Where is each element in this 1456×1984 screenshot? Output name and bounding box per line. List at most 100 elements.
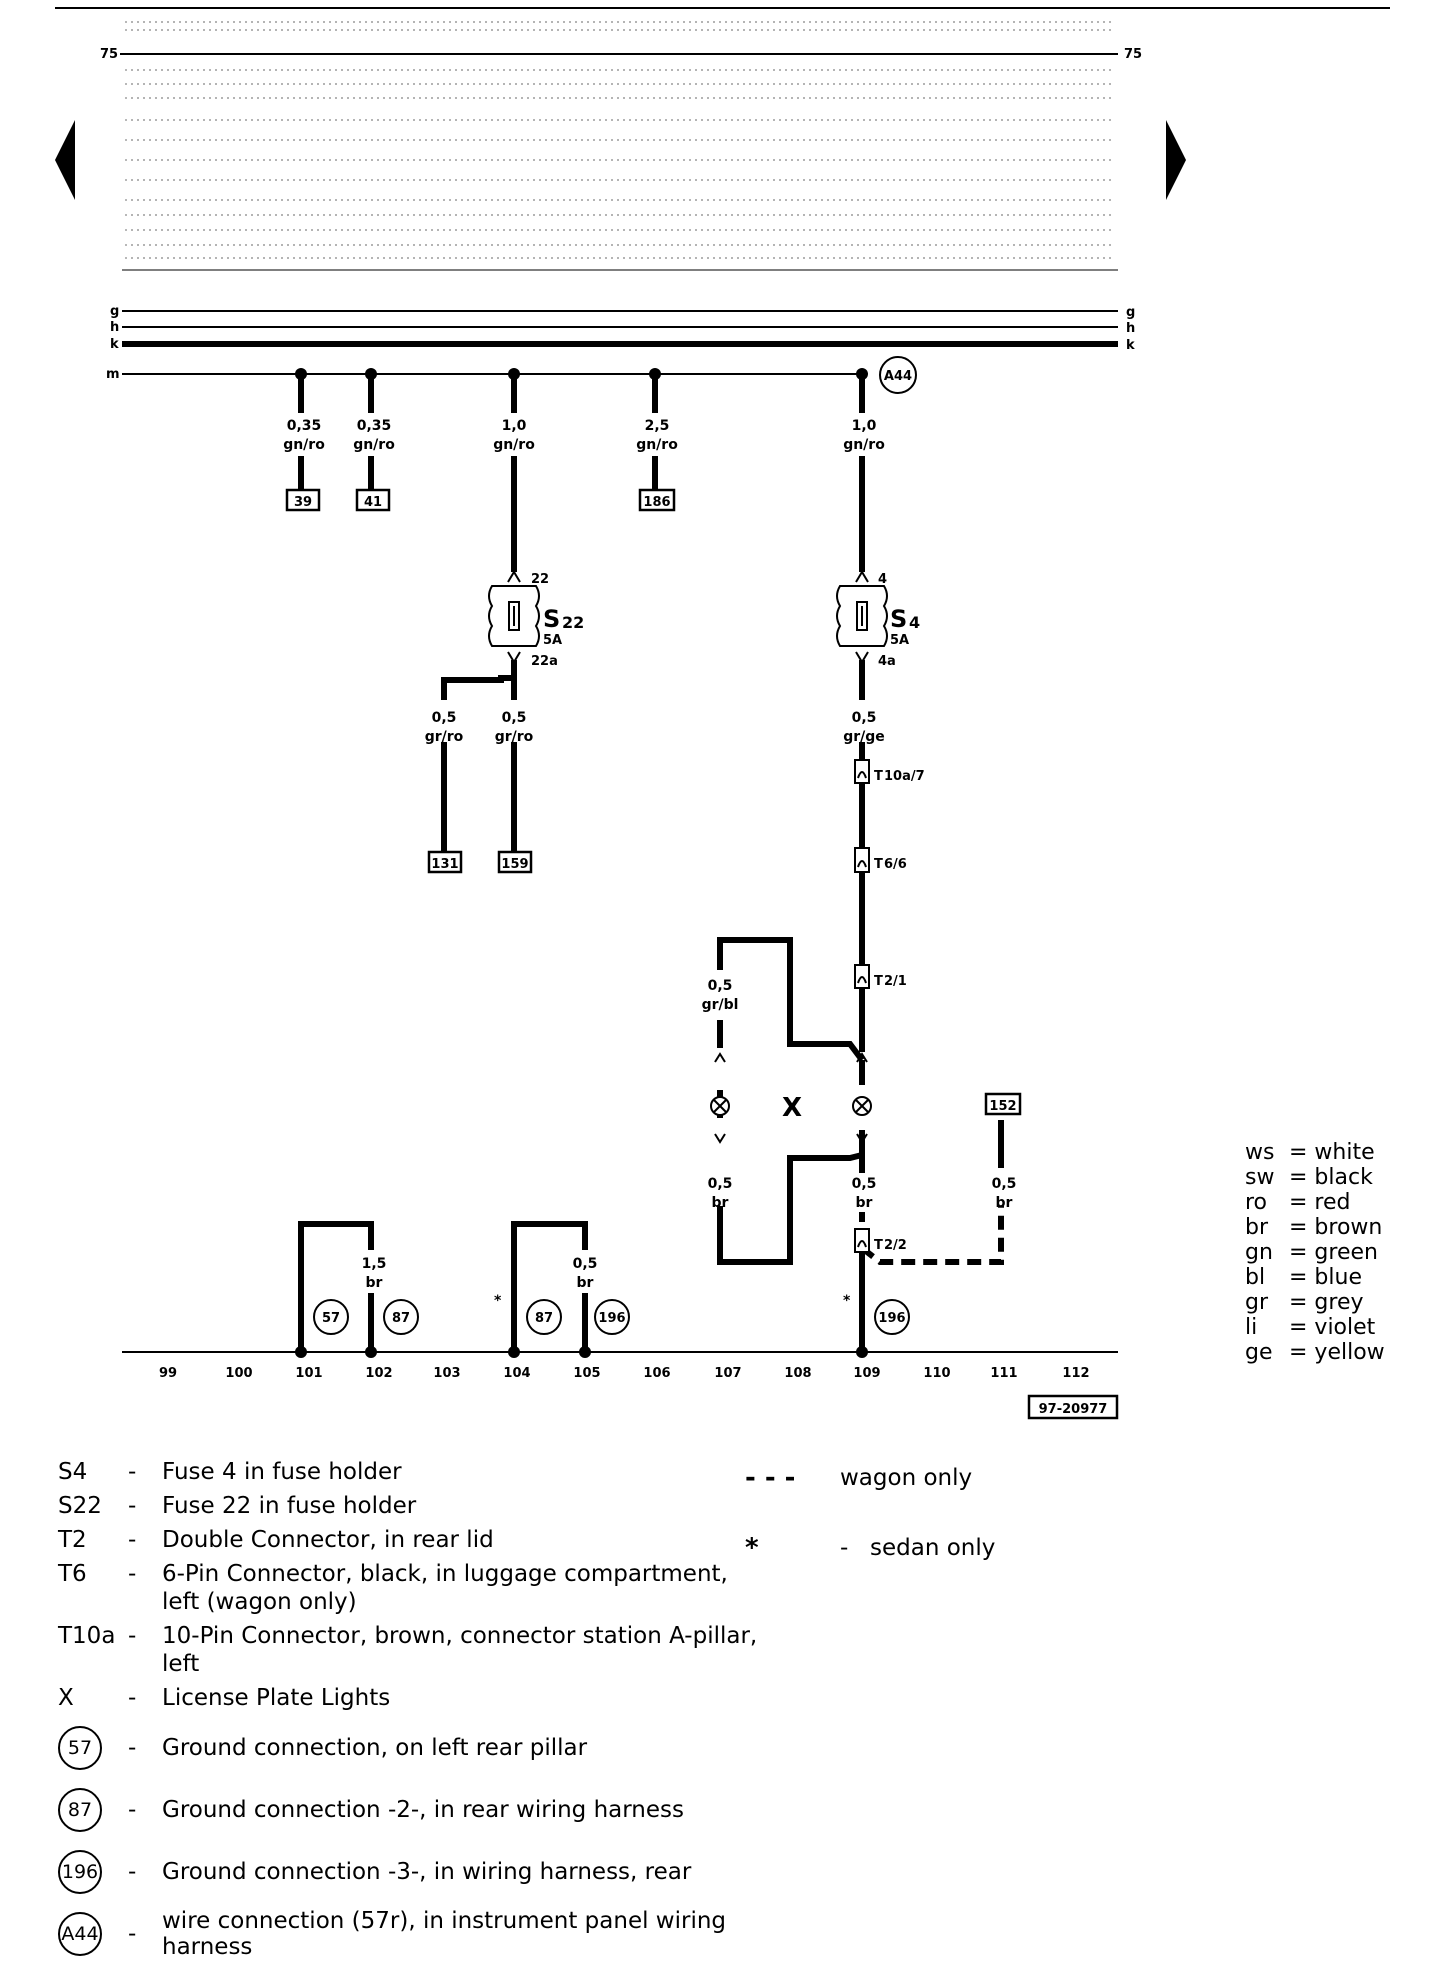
wire-color: gn/ro [353, 437, 395, 453]
note-symbol: - - - [745, 1463, 796, 1493]
color-name: = brown [1289, 1215, 1383, 1240]
legend-item: T10a-10-Pin Connector, brown, connector … [58, 1622, 758, 1678]
legend-text: 6-Pin Connector, black, in luggage compa… [162, 1561, 728, 1615]
legend-code: T10a [58, 1623, 116, 1649]
legend-dash: - [128, 1527, 137, 1553]
wire-color: gn/ro [843, 437, 885, 453]
legend-code: T6 [58, 1561, 87, 1587]
bus-h-label: h [110, 320, 119, 335]
fuse-s4-rating: 5A [890, 633, 909, 648]
ground-circles [313, 1299, 910, 1335]
color-name: = blue [1289, 1265, 1362, 1290]
color-name: = green [1289, 1240, 1378, 1265]
color-name: = white [1289, 1140, 1375, 1165]
wire-gauge: 0,5 [708, 1176, 733, 1192]
wires [298, 374, 1004, 1352]
connector-t2-2-pin: 2/2 [884, 1238, 907, 1253]
legend-dash: - [128, 1859, 137, 1885]
component-x-label: X [782, 1093, 802, 1123]
track-number: 107 [714, 1366, 741, 1381]
ref-box-159[interactable]: 159 [501, 857, 528, 872]
legend-dash: - [840, 1535, 849, 1561]
next-page-arrow-icon[interactable] [1166, 120, 1186, 200]
wire-gauge: 0,5 [573, 1256, 598, 1272]
wire-color: gr/ge [843, 729, 885, 745]
bus-k-label: k [110, 337, 119, 352]
wire-color: gr/bl [702, 997, 739, 1013]
wire-gauge: 0,5 [992, 1176, 1017, 1192]
color-code: bl [1245, 1265, 1266, 1290]
wire-connection-a44 [879, 356, 917, 394]
wire-gauge: 0,5 [432, 710, 457, 726]
wire-color: gn/ro [283, 437, 325, 453]
fuse-s22-pin-out: 22a [531, 654, 558, 669]
track-number: 106 [643, 1366, 670, 1381]
legend-ground: 196-Ground connection -3-, in wiring har… [58, 1846, 758, 1898]
ref-box-41[interactable]: 41 [364, 495, 382, 510]
fuse-s22-sub: 22 [562, 613, 584, 632]
color-name: = violet [1289, 1315, 1376, 1340]
fuse-s4-sub: 4 [909, 613, 920, 632]
ref-box-186[interactable]: 186 [643, 495, 670, 510]
reference-boxes [285, 488, 1022, 1116]
fuse-s4-pin-out: 4a [878, 654, 896, 669]
note-text: sedan only [870, 1535, 996, 1561]
wire-gauge: 0,5 [852, 1176, 877, 1192]
track-number: 100 [225, 1366, 252, 1381]
track-number: 105 [573, 1366, 600, 1381]
track-number: 101 [295, 1366, 322, 1381]
legend-text: Fuse 4 in fuse holder [162, 1459, 402, 1485]
license-plate-lamps [710, 1052, 872, 1144]
legend-text: wire connection (57r), in instrument pan… [162, 1908, 727, 1960]
wire-gauge: 1,5 [362, 1256, 387, 1272]
color-code: ge [1245, 1340, 1273, 1365]
legend-dash: - [128, 1623, 137, 1649]
fuse-s22 [488, 570, 540, 664]
wire-gauge: 2,5 [645, 418, 670, 434]
legend-dash: - [128, 1685, 137, 1711]
color-code: li [1245, 1315, 1258, 1340]
wagon-only-wire [860, 1206, 1004, 1265]
bus-g-label-right: g [1126, 305, 1135, 320]
color-key: ws= white sw= black ro= red br= brown gn… [1245, 1140, 1385, 1365]
legend-code: X [58, 1685, 74, 1711]
ref-box-152[interactable]: 152 [989, 1099, 1016, 1114]
color-name: = yellow [1289, 1340, 1385, 1365]
wire-color: br [996, 1195, 1013, 1211]
color-name: = black [1289, 1165, 1373, 1190]
wire-color: br [366, 1275, 383, 1291]
legend-ground: 87-Ground connection -2-, in rear wiring… [58, 1784, 758, 1836]
legend-code: S22 [58, 1493, 102, 1519]
wire-gauge: 0,5 [852, 710, 877, 726]
ground-87: 87 [392, 1311, 410, 1326]
wire-connection-a44-label: A44 [884, 369, 912, 384]
ref-box-131[interactable]: 131 [431, 857, 458, 872]
wire-gauge: 1,0 [852, 418, 877, 434]
fuse-s22-pin-in: 22 [531, 572, 549, 587]
color-name: = red [1289, 1190, 1351, 1215]
legend-text: Ground connection, on left rear pillar [162, 1735, 588, 1761]
marker-75-left: 75 [100, 47, 118, 62]
ground-87: 87 [535, 1311, 553, 1326]
wire-gauge: 0,35 [287, 418, 322, 434]
wire-gauge: 0,5 [502, 710, 527, 726]
connector-t2-1-pin: 2/1 [884, 974, 907, 989]
bus-k-label-right: k [1126, 338, 1135, 353]
track-number: 99 [159, 1366, 177, 1381]
legend-dash: - [128, 1459, 137, 1485]
track-number: 109 [853, 1366, 880, 1381]
legend-text: Double Connector, in rear lid [162, 1527, 494, 1553]
previous-page-arrow-icon[interactable] [55, 120, 75, 200]
fuse-s4 [836, 570, 888, 664]
ref-box-39[interactable]: 39 [294, 495, 312, 510]
legend-dash: - [128, 1921, 137, 1947]
fuse-s22-rating: 5A [543, 633, 562, 648]
color-code: gr [1245, 1290, 1269, 1315]
track-number: 102 [365, 1366, 392, 1381]
legend-code: T2 [58, 1527, 87, 1553]
wire-color: br [577, 1275, 594, 1291]
color-code: ws [1245, 1140, 1275, 1165]
wire-gauge: 0,5 [708, 978, 733, 994]
wire-color: gr/ro [495, 729, 534, 745]
